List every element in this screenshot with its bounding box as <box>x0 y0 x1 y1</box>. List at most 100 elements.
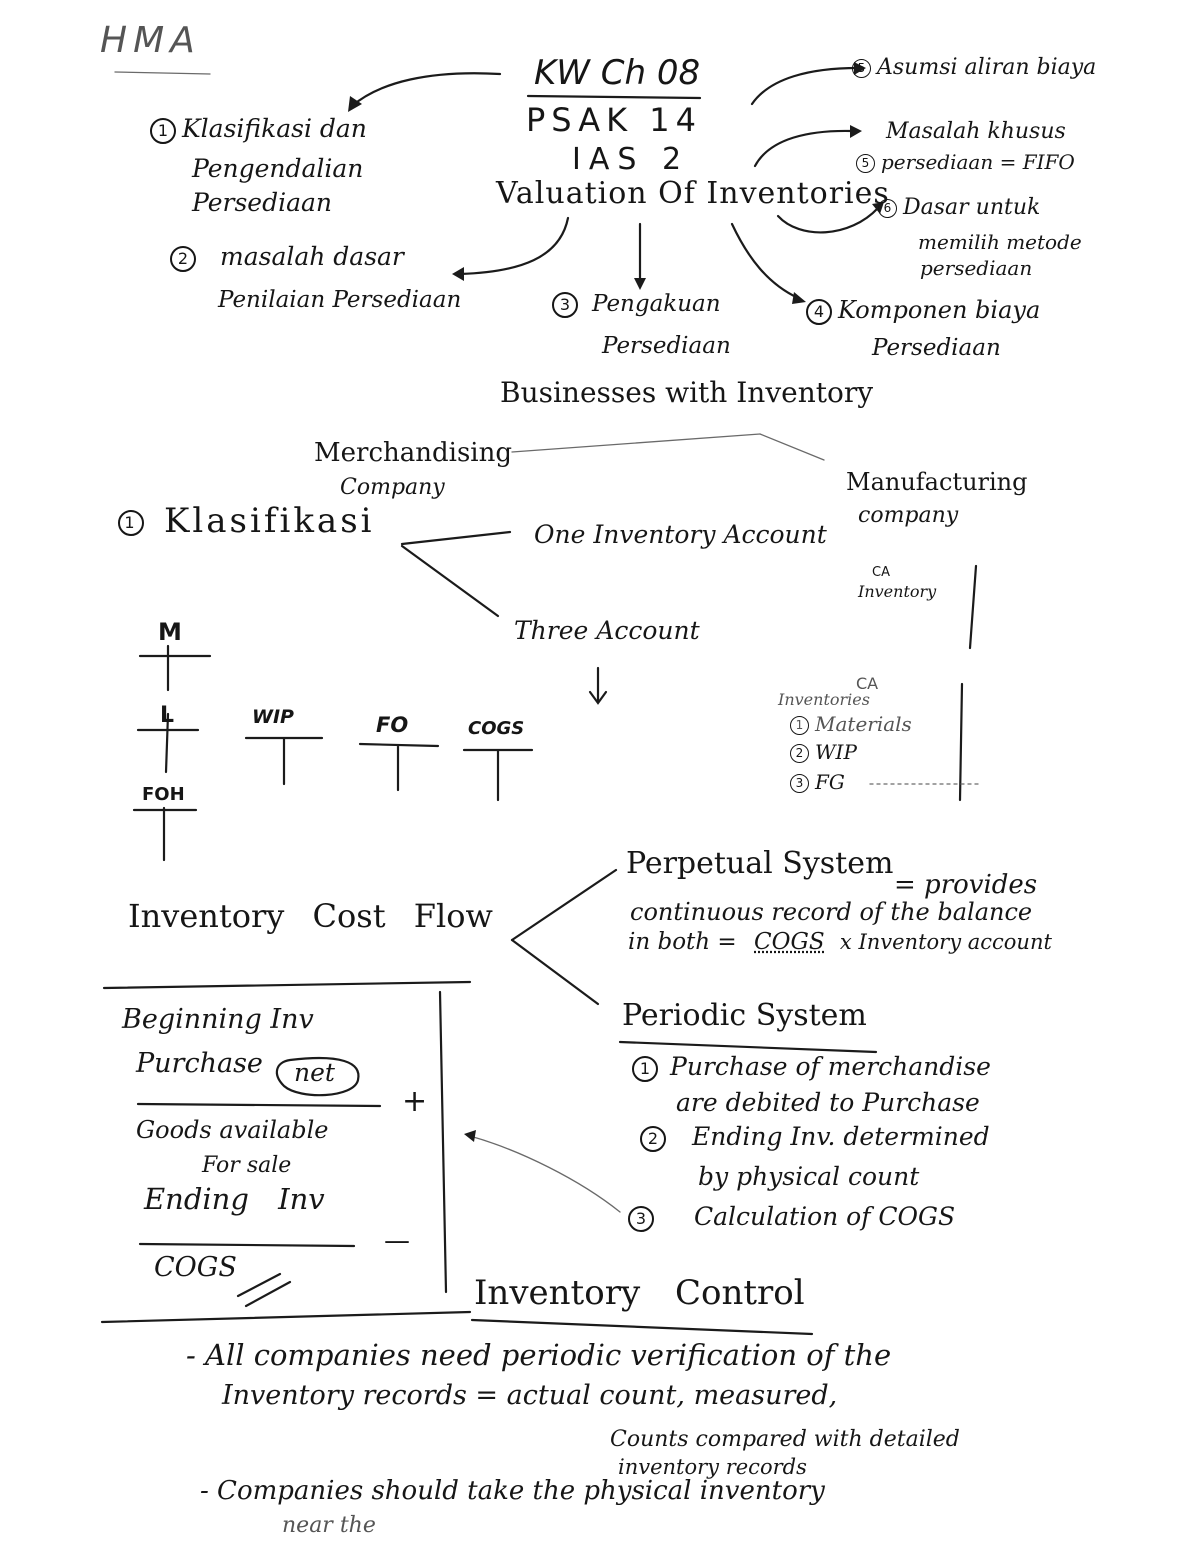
cost-flow-right-rule <box>438 990 448 1294</box>
ias-label: IAS 2 <box>572 142 690 177</box>
periodic-underline <box>618 1040 878 1054</box>
periodic-2-line-2: by physical count <box>698 1162 920 1191</box>
control-bullet-2-line-2: near the <box>282 1513 376 1538</box>
chapter-title: KW Ch 08 <box>534 53 701 93</box>
topic-4-line-2: Persediaan <box>872 335 1001 361</box>
arrow-to-topic-4 <box>730 222 800 300</box>
chapter-subtitle: Valuation Of Inventories <box>496 176 890 211</box>
initials-underline <box>114 71 211 75</box>
control-bullet-1-line-4: inventory records <box>618 1455 807 1479</box>
subtotal-rule-2 <box>138 1242 356 1248</box>
wip-number: 2 <box>790 744 809 763</box>
topic-5b-line-2: persediaan = FIFO <box>881 150 1075 174</box>
t-account-cogs-label: COGS <box>468 718 525 739</box>
perpetual-inventory-account: x Inventory account <box>839 930 1052 954</box>
line-to-three-account <box>400 544 500 618</box>
line-to-manufacturing <box>759 433 825 461</box>
topic-2-number: 2 <box>170 245 196 272</box>
one-inventory-account: One Inventory Account <box>534 520 827 549</box>
t-account-wip-label: WIP <box>252 706 294 728</box>
manufacturing-line-2: company <box>858 503 959 528</box>
cost-flow-title: Inventory Cost Flow <box>128 897 493 935</box>
line-to-periodic <box>510 938 600 1006</box>
topic-6: 6 Dasar untuk <box>878 196 1040 219</box>
topic-6-line-2: memilih metode <box>918 230 1082 254</box>
arrowhead-topic-1 <box>348 96 362 112</box>
ca2-label: CA <box>856 674 879 693</box>
t-account-foh-label: FOH <box>142 784 185 805</box>
periodic-2-number: 2 <box>640 1125 666 1152</box>
perpetual-line-2: continuous record of the balance <box>630 898 1033 926</box>
arrow-periodic-to-costflow <box>469 1135 621 1213</box>
t-account-wip <box>244 736 324 786</box>
materials-label: Materials <box>815 712 912 736</box>
title-underline <box>526 94 702 100</box>
cost-flow-ending: Ending Inv <box>144 1182 325 1216</box>
periodic-1-line-2: are debited to Purchase <box>676 1088 980 1117</box>
perpetual-line-3: in both = COGS x Inventory account <box>628 930 1052 954</box>
topic-6-line-1: Dasar untuk <box>903 195 1041 220</box>
cost-flow-goods-2: For sale <box>202 1153 292 1178</box>
cost-flow-minus: — <box>384 1226 410 1256</box>
arrow-to-topic-5b <box>753 129 854 168</box>
topic-5a: 5 Asumsi aliran biaya <box>852 56 1096 79</box>
businesses-title: Businesses with Inventory <box>500 376 874 409</box>
arrow-to-topic-5a <box>750 66 860 106</box>
control-bullet-1-line-1: - All companies need periodic verificati… <box>186 1338 892 1372</box>
line-to-merchandising <box>511 433 761 453</box>
ca2-inventories: Inventories <box>778 690 870 709</box>
periodic-3-line-1: Calculation of COGS <box>694 1202 956 1231</box>
arrowhead-down-three-account <box>588 690 608 705</box>
t-account-cogs <box>462 748 534 802</box>
cost-flow-goods-1: Goods available <box>136 1116 329 1144</box>
control-bullet-2-line-1: - Companies should take the physical inv… <box>200 1476 825 1506</box>
ca-inventories-bracket <box>958 682 964 802</box>
arrow-to-topic-2 <box>458 216 570 276</box>
cost-flow-purchase: Purchase <box>136 1048 263 1079</box>
topic-4-number: 4 <box>806 298 832 325</box>
topic-5a-line-1: Asumsi aliran biaya <box>877 55 1097 80</box>
topic-2-line-1: masalah dasar <box>220 242 404 271</box>
t-account-fo-label: FO <box>376 713 409 737</box>
cost-flow-cogs: COGS <box>154 1252 237 1283</box>
control-underline <box>470 1318 814 1336</box>
net-circle <box>275 1056 360 1097</box>
topic-1-line-3: Persediaan <box>192 188 332 217</box>
arrowhead-topic-2 <box>452 267 464 281</box>
ca-inventory-bracket <box>968 564 978 650</box>
topic-2: 2 masalah dasar <box>170 242 404 272</box>
topic-4-line-1: Komponen biaya <box>838 296 1041 324</box>
topic-1-number: 1 <box>150 117 176 144</box>
line-to-one-account <box>400 530 512 546</box>
arrow-to-topic-1 <box>350 72 502 108</box>
t-account-m-label: M <box>158 618 182 646</box>
klasifikasi-label: Klasifikasi <box>164 501 375 541</box>
ca-inventory: Inventory <box>858 582 937 601</box>
merchandising-line-2: Company <box>340 475 445 500</box>
perpetual-title: Perpetual System <box>626 846 894 881</box>
subtotal-rule-1 <box>136 1102 382 1108</box>
klasifikasi-number: 1 <box>118 510 144 536</box>
perpetual-cogs: COGS <box>754 929 825 955</box>
cost-flow-beginning: Beginning Inv <box>122 1004 314 1035</box>
fg-label: FG <box>815 770 845 794</box>
cost-flow-top-rule <box>102 980 472 990</box>
topic-3-line-1: Pengakuan <box>592 291 721 317</box>
arrow-to-topic-6 <box>776 206 880 234</box>
periodic-1-number: 1 <box>632 1055 658 1082</box>
topic-5b: 5 persediaan = FIFO <box>856 152 1075 173</box>
topic-5a-number: 5 <box>852 58 871 78</box>
topic-6-number: 6 <box>878 198 897 218</box>
perpetual-line-1: = provides <box>894 870 1038 900</box>
topic-6-line-3: persediaan <box>920 256 1033 280</box>
topic-5b-number: 5 <box>856 154 875 173</box>
topic-1-line-1: Klasifikasi dan <box>182 114 367 143</box>
cost-flow-net: net <box>294 1058 335 1087</box>
